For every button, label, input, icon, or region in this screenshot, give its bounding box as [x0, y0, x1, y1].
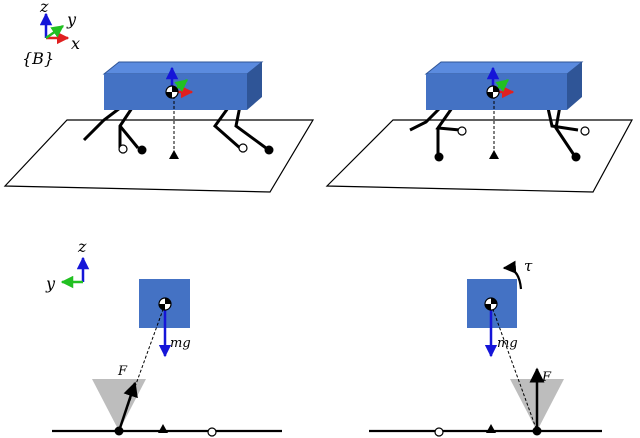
weight-label: mg [497, 336, 518, 351]
com-projection-marker [169, 150, 179, 159]
leg [234, 105, 267, 150]
leg [212, 107, 241, 150]
foot-swing [457, 126, 467, 136]
ground-plane [3, 119, 315, 193]
leg [546, 107, 579, 132]
y-axis-label: y [45, 274, 56, 293]
foot-stance [264, 145, 274, 155]
foot-stance [571, 152, 581, 162]
ground-plane [325, 119, 634, 193]
body-frame-legend: z y x {B} [22, 0, 80, 68]
com-projection-marker [486, 424, 496, 433]
leg [409, 106, 442, 132]
body-side-face [567, 62, 582, 110]
foot-swing [118, 144, 128, 154]
com-projection-marker [158, 424, 168, 433]
foot-stance [532, 426, 542, 436]
foot-stance [137, 145, 147, 155]
torque-label: τ [524, 257, 533, 275]
y-axis-label: y [66, 10, 77, 29]
leg [118, 125, 140, 149]
leg [82, 106, 121, 142]
x-axis-label: x [71, 34, 80, 53]
y-axis-arrow [45, 24, 65, 40]
side-view-left: F mg [52, 279, 282, 437]
foot-swing [434, 427, 444, 437]
foot-swing [580, 126, 590, 136]
force-label: F [117, 364, 128, 379]
side-view-right: F mg τ [369, 257, 602, 437]
com-icon [484, 297, 498, 311]
robot-3d-left [3, 61, 315, 193]
foot-swing [238, 143, 248, 153]
foot-swing [207, 427, 217, 437]
robot-3d-right [325, 61, 634, 193]
body-side-face [247, 62, 262, 110]
z-axis-label: z [77, 237, 87, 256]
side-frame-legend: z y [45, 237, 90, 293]
body-frame-label: {B} [22, 49, 54, 68]
com-icon [486, 85, 500, 99]
torque-arrow-icon [502, 260, 523, 290]
leg [554, 105, 576, 156]
force-label: F [541, 370, 552, 385]
com-to-foot-line [490, 303, 538, 432]
body-top-face [424, 61, 584, 75]
contact-force-arrow [117, 381, 138, 432]
com-icon [158, 297, 172, 311]
foot-stance [434, 152, 444, 162]
com-icon [165, 85, 179, 99]
body-top-face [102, 61, 264, 75]
foot-stance [114, 426, 124, 436]
weight-label: mg [170, 336, 191, 351]
z-axis-label: z [39, 0, 49, 16]
friction-cone [92, 379, 146, 431]
com-projection-marker [489, 150, 499, 159]
